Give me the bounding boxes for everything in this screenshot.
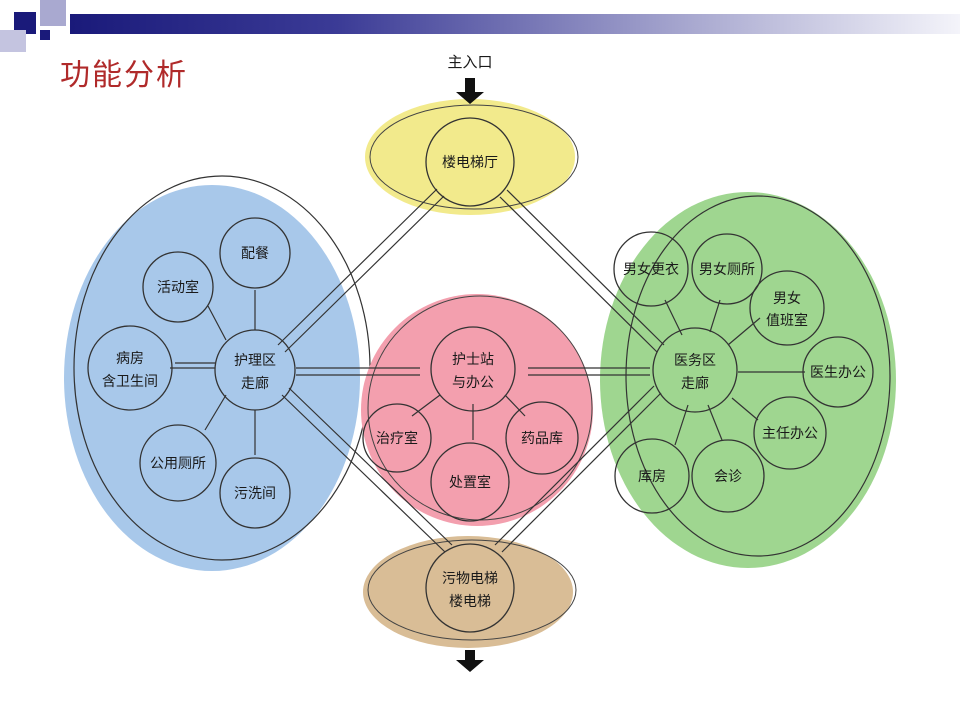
medical-zone-outline bbox=[625, 195, 891, 557]
room-huizhen-label: 会诊 bbox=[714, 469, 742, 485]
room-chuzhi bbox=[430, 442, 510, 522]
spokes bbox=[170, 290, 805, 455]
room-zhiliao bbox=[362, 403, 432, 473]
nurse-zone bbox=[361, 294, 593, 526]
corridor-links bbox=[277, 188, 665, 553]
room-yisheng bbox=[802, 336, 874, 408]
ward-hub-node bbox=[214, 329, 296, 411]
room-gengyi bbox=[613, 231, 689, 307]
header-gradient-bar bbox=[70, 14, 960, 34]
exit-arrow-icon bbox=[456, 650, 484, 672]
ward-hub-label-2: 走廊 bbox=[241, 375, 269, 392]
room-zhiban-label-2: 值班室 bbox=[766, 312, 808, 329]
corner-square-small bbox=[40, 30, 50, 40]
room-huodong bbox=[142, 251, 214, 323]
room-huizhen bbox=[691, 439, 765, 513]
lobby-node bbox=[425, 117, 515, 207]
corner-square-dark bbox=[14, 12, 36, 34]
room-yaopin bbox=[505, 401, 579, 475]
room-bingfang bbox=[87, 325, 173, 411]
nurse-hub-label-1: 护士站 bbox=[452, 352, 494, 368]
ward-hub-label-1: 护理区 bbox=[234, 353, 276, 369]
corner-square-light-2 bbox=[0, 30, 26, 52]
medical-hub-label-2: 走廊 bbox=[681, 375, 709, 392]
nurse-hub-label-2: 与办公 bbox=[452, 375, 494, 391]
dirty-zone-outline bbox=[367, 539, 577, 641]
room-cesuo bbox=[691, 233, 763, 305]
room-peican bbox=[219, 217, 291, 289]
room-yisheng-label: 医生办公 bbox=[810, 365, 866, 381]
room-zhiban bbox=[749, 270, 825, 346]
room-bingfang-label-1: 病房 bbox=[116, 351, 144, 367]
dirty-node bbox=[425, 543, 515, 633]
room-gongyong bbox=[139, 424, 217, 502]
slide-title: 功能分析 bbox=[60, 58, 188, 93]
corner-square-light bbox=[40, 0, 66, 26]
room-chuzhi-label: 处置室 bbox=[449, 474, 491, 491]
dirty-label-2: 楼电梯 bbox=[449, 594, 491, 610]
entrance-label: 主入口 bbox=[447, 53, 492, 71]
lobby-label: 楼电梯厅 bbox=[442, 155, 498, 171]
nurse-hub-node bbox=[430, 326, 516, 412]
lobby-zone bbox=[365, 99, 575, 215]
dirty-zone bbox=[363, 536, 573, 648]
ward-zone bbox=[64, 185, 360, 571]
room-wuxi-label: 污洗间 bbox=[234, 486, 276, 502]
room-zhuren bbox=[753, 396, 827, 470]
room-yaopin-label: 药品库 bbox=[521, 431, 563, 447]
room-zhiban-label-1: 男女 bbox=[773, 290, 801, 307]
room-zhuren-label: 主任办公 bbox=[762, 426, 818, 442]
medical-hub-node bbox=[652, 327, 738, 413]
room-gongyong-label: 公用厕所 bbox=[150, 456, 206, 472]
lobby-zone-outline bbox=[369, 104, 579, 210]
room-wuxi bbox=[219, 457, 291, 529]
medical-zone bbox=[600, 192, 896, 568]
room-kufang bbox=[614, 438, 690, 514]
room-gengyi-label: 男女更衣 bbox=[623, 261, 679, 278]
room-bingfang-label-2: 含卫生间 bbox=[102, 374, 158, 390]
room-huodong-label: 活动室 bbox=[157, 279, 199, 296]
entrance-arrow-icon bbox=[456, 78, 484, 104]
room-zhiliao-label: 治疗室 bbox=[376, 430, 418, 447]
dirty-label-1: 污物电梯 bbox=[442, 571, 498, 587]
room-kufang-label: 库房 bbox=[638, 469, 666, 485]
medical-hub-label-1: 医务区 bbox=[674, 353, 716, 369]
room-peican-label: 配餐 bbox=[241, 246, 269, 262]
room-cesuo-label: 男女厕所 bbox=[699, 261, 755, 278]
